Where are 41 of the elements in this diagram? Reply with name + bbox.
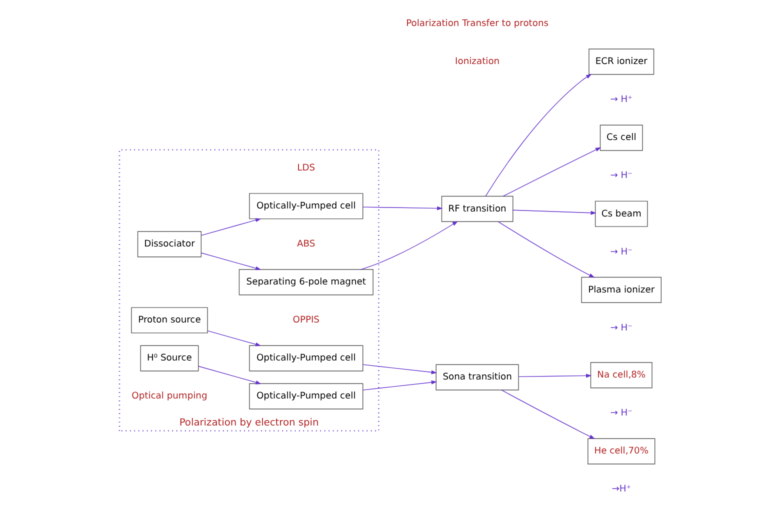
node-box: Optically-Pumped cell: [248, 345, 363, 372]
arrow: [512, 210, 596, 215]
node-box: Sona transition: [435, 364, 518, 390]
arrow: [360, 221, 458, 270]
label: Polarization Transfer to protons: [406, 19, 548, 30]
node-box: Separating 6-pole magnet: [238, 269, 373, 296]
arrow: [500, 390, 595, 439]
node-box: Cs beam: [594, 200, 648, 227]
arrow: [497, 221, 594, 278]
arrow: [518, 374, 592, 378]
node-box: H⁰ Source: [140, 345, 198, 372]
node-label: LDS: [296, 163, 315, 174]
node-label: OPPIS: [292, 316, 319, 326]
label: Optical pumping: [131, 392, 207, 402]
arrow: [206, 330, 261, 346]
node-box: ECR ionizer: [588, 48, 654, 75]
arrow: [362, 206, 442, 210]
node-box: Plasma ionizer: [580, 276, 662, 303]
arrow: [200, 218, 261, 236]
arrow: [362, 364, 436, 374]
arrow: [362, 380, 436, 390]
node-label: ABS: [296, 240, 315, 250]
node-box: Cs cell: [599, 124, 642, 151]
node-box: RF transition: [440, 196, 513, 222]
node-box: Optically-Pumped cell: [248, 383, 363, 410]
node-box: Optically-Pumped cell: [248, 193, 363, 220]
node-label: → H⁻: [610, 323, 632, 334]
node-label: → H⁻: [610, 247, 632, 258]
node-label: →H⁺: [611, 484, 631, 495]
node-box: He cell,70%: [587, 438, 655, 464]
arrow: [198, 366, 261, 384]
node-label: → H⁻: [610, 408, 632, 419]
arrow: [502, 147, 601, 197]
arrow: [200, 252, 261, 270]
node-label: → H⁺: [610, 95, 632, 106]
label: Ionization: [454, 57, 500, 68]
arrow: [484, 74, 592, 196]
node-box: Proton source: [130, 307, 208, 334]
node-box: Dissociator: [136, 231, 202, 258]
node-label: → H⁻: [610, 171, 632, 182]
node-box: Na cell,8%: [590, 362, 652, 388]
